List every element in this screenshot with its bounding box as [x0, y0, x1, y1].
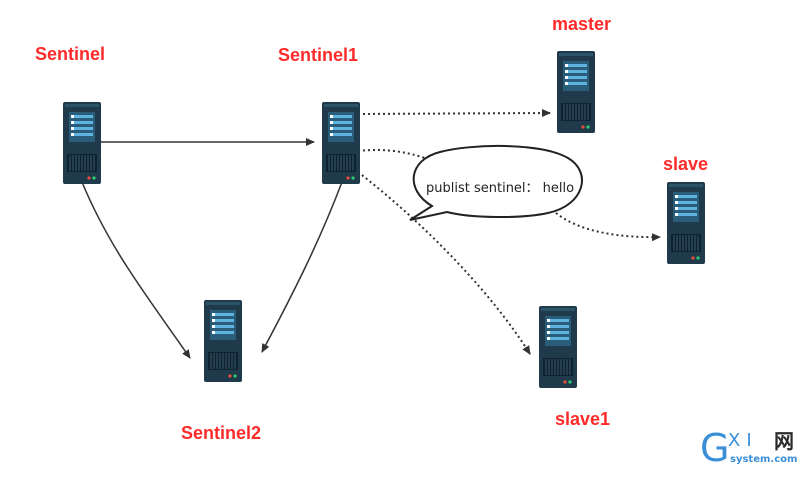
label-sentinel: Sentinel — [35, 44, 106, 64]
link-sentinel1-to-slave1 — [357, 171, 531, 355]
server-icon-sentinel1 — [322, 102, 360, 189]
label-master: master — [552, 14, 612, 34]
watermark-sub: system.com — [730, 454, 798, 465]
link-sentinel1-to-bubble — [357, 149, 431, 161]
link-sentinel-to-sentinel2 — [81, 181, 191, 359]
bubble-message: publist sentinel： hello — [426, 181, 575, 196]
server-icon-slave — [667, 182, 705, 269]
server-icon-slave1 — [539, 306, 577, 393]
link-sentinel1-to-sentinel2 — [261, 181, 343, 353]
link-bubble-to-slave — [555, 212, 661, 242]
watermark-xi: XI — [728, 430, 758, 451]
server-icon-sentinel2 — [204, 300, 242, 387]
speech-bubble — [409, 144, 583, 221]
server-icon-master — [557, 51, 595, 138]
link-sentinel1-to-master — [357, 109, 551, 118]
server-icon-sentinel — [63, 102, 101, 189]
watermark-wang: 网 — [774, 429, 794, 453]
label-slave: slave — [663, 154, 709, 174]
watermark-g: G — [700, 426, 730, 470]
label-slave1: slave1 — [555, 409, 611, 429]
label-sentinel1: Sentinel1 — [278, 45, 359, 65]
label-sentinel2: Sentinel2 — [181, 423, 262, 443]
watermark-logo: G XI 网 system.com — [700, 426, 798, 471]
